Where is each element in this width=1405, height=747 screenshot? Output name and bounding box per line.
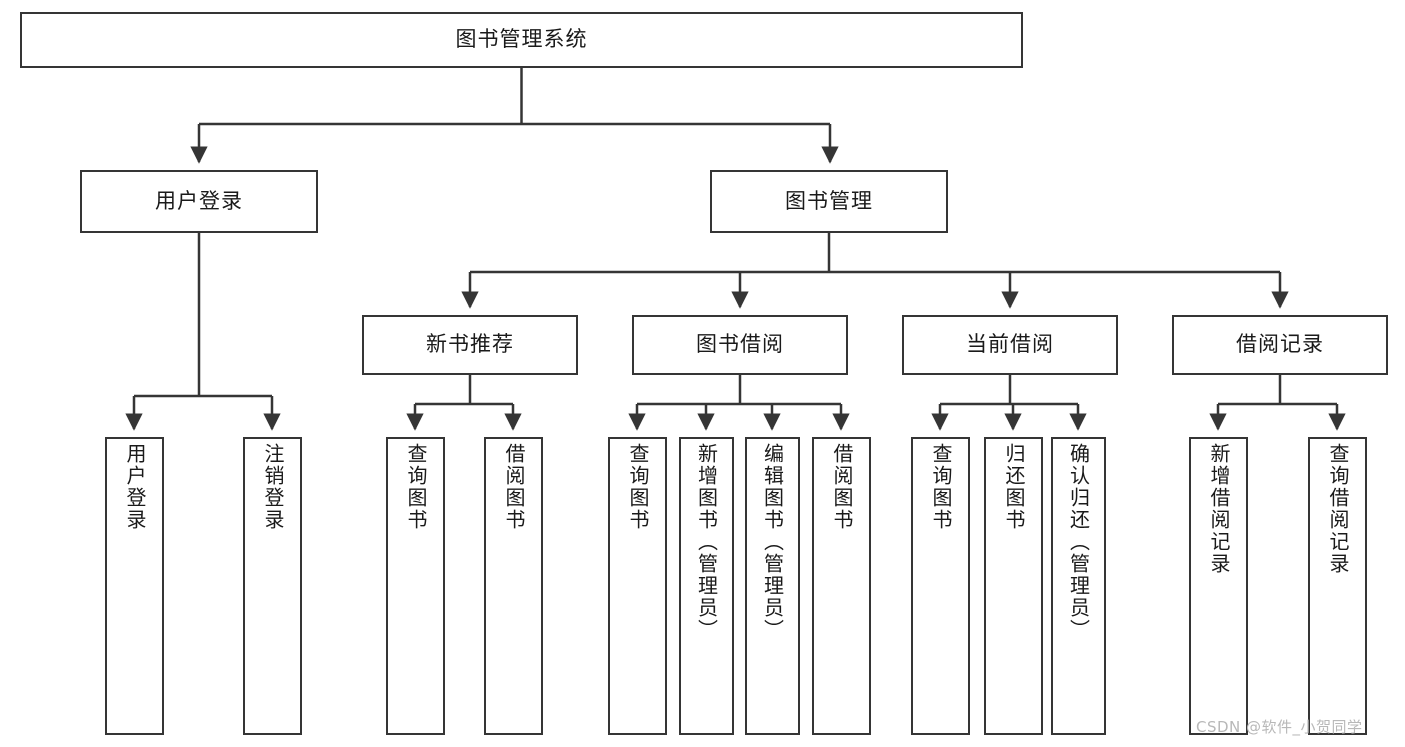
leaf-return-book[interactable]: 归还图书 — [984, 437, 1043, 735]
node-user-login-label: 用户登录 — [155, 188, 243, 213]
leaf-query-book-recommend[interactable]: 查询图书 — [386, 437, 445, 735]
leaf-add-book-admin-label: 新增图书（管理员） — [694, 443, 719, 641]
leaf-add-borrow-record-label: 新增借阅记录 — [1207, 443, 1231, 575]
leaf-query-borrow-record-label: 查询借阅记录 — [1326, 443, 1350, 575]
node-borrow-record-label: 借阅记录 — [1236, 332, 1324, 357]
watermark: CSDN @软件_小贺同学 — [1196, 718, 1363, 736]
leaf-borrow-book-recommend-label: 借阅图书 — [502, 443, 526, 531]
node-new-book-recommend-label: 新书推荐 — [426, 332, 514, 357]
node-book-borrow-label: 图书借阅 — [696, 332, 784, 357]
leaf-query-book-borrow[interactable]: 查询图书 — [608, 437, 667, 735]
node-new-book-recommend[interactable]: 新书推荐 — [362, 315, 578, 375]
node-book-management-label: 图书管理 — [785, 188, 873, 213]
leaf-query-book-borrow-label: 查询图书 — [626, 443, 650, 531]
leaf-edit-book-admin-label: 编辑图书（管理员） — [760, 443, 785, 641]
node-book-management[interactable]: 图书管理 — [710, 170, 948, 233]
leaf-confirm-return-admin-label: 确认归还（管理员） — [1066, 443, 1091, 641]
leaf-logout-label: 注销登录 — [261, 443, 285, 531]
leaf-edit-book-admin[interactable]: 编辑图书（管理员） — [745, 437, 800, 735]
leaf-borrow-book-label: 借阅图书 — [830, 443, 854, 531]
leaf-user-login-label: 用户登录 — [123, 443, 147, 531]
leaf-confirm-return-admin[interactable]: 确认归还（管理员） — [1051, 437, 1106, 735]
leaf-query-borrow-record[interactable]: 查询借阅记录 — [1308, 437, 1367, 735]
leaf-add-borrow-record[interactable]: 新增借阅记录 — [1189, 437, 1248, 735]
leaf-add-book-admin[interactable]: 新增图书（管理员） — [679, 437, 734, 735]
node-book-borrow[interactable]: 图书借阅 — [632, 315, 848, 375]
leaf-query-book-current[interactable]: 查询图书 — [911, 437, 970, 735]
node-root-label: 图书管理系统 — [455, 27, 588, 52]
leaf-borrow-book-recommend[interactable]: 借阅图书 — [484, 437, 543, 735]
node-current-borrow[interactable]: 当前借阅 — [902, 315, 1118, 375]
leaf-query-book-recommend-label: 查询图书 — [404, 443, 428, 531]
leaf-return-book-label: 归还图书 — [1002, 443, 1026, 531]
node-root[interactable]: 图书管理系统 — [20, 12, 1023, 68]
node-user-login[interactable]: 用户登录 — [80, 170, 318, 233]
node-current-borrow-label: 当前借阅 — [966, 332, 1054, 357]
leaf-logout[interactable]: 注销登录 — [243, 437, 302, 735]
node-borrow-record[interactable]: 借阅记录 — [1172, 315, 1388, 375]
leaf-borrow-book[interactable]: 借阅图书 — [812, 437, 871, 735]
leaf-user-login[interactable]: 用户登录 — [105, 437, 164, 735]
leaf-query-book-current-label: 查询图书 — [929, 443, 953, 531]
